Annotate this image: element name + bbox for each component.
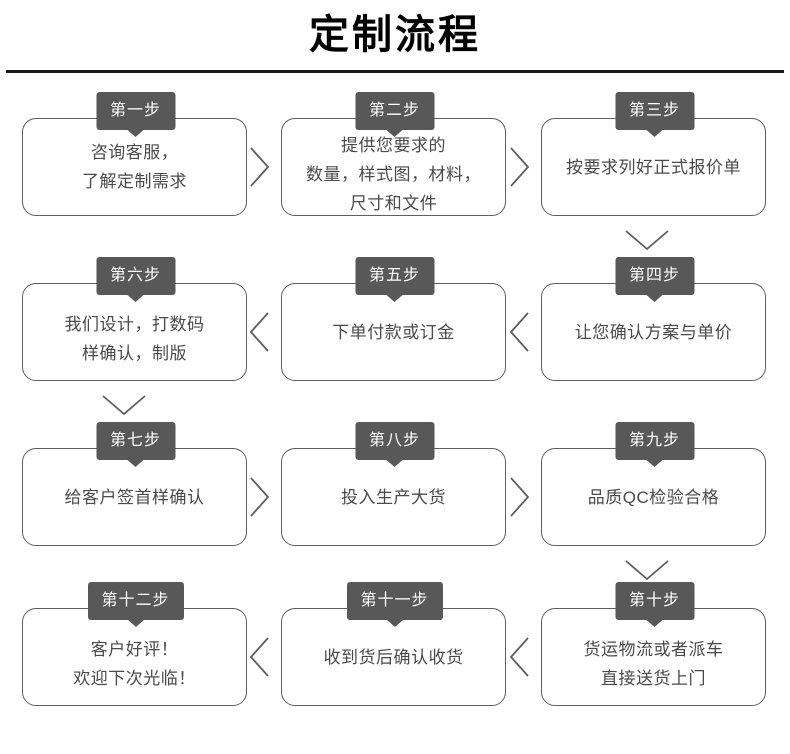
step-text-line: 样确认，制版 <box>82 344 187 363</box>
step-label-tab: 第四步 <box>614 257 695 295</box>
step-text-line: 让您确认方案与单价 <box>574 322 733 342</box>
flow-step-card[interactable]: 第十一步 收到货后确认收货 <box>281 582 508 706</box>
chevron-left-icon <box>247 634 273 680</box>
step-label-tab: 第五步 <box>354 257 435 295</box>
step-text-line: 欢迎下次光临！ <box>73 669 196 688</box>
step-text-line: 了解定制需求 <box>82 172 187 191</box>
step-text-line: 尺寸和文件 <box>349 193 438 213</box>
step-text-line: 按要求列好正式报价单 <box>566 157 741 177</box>
step-text-line: 下单付款或订金 <box>332 322 455 342</box>
chevron-left-icon <box>507 309 533 355</box>
step-label-tab: 第三步 <box>614 92 695 130</box>
step-label-tab: 第二步 <box>354 92 435 130</box>
step-text-line: 提供您要求的 <box>341 135 446 155</box>
step-body: 提供您要求的 数量，样式图，材料， 尺寸和文件 <box>281 118 506 216</box>
flow-step-card[interactable]: 第十二步 客户好评！ 欢迎下次光临！ <box>22 582 249 706</box>
step-text-line: 直接送货上门 <box>601 669 706 688</box>
chevron-down-icon <box>623 227 671 253</box>
step-text-line: 我们设计，打数码 <box>64 315 205 334</box>
step-body: 让您确认方案与单价 <box>541 283 766 381</box>
step-body: 客户好评！ 欢迎下次光临！ <box>22 608 247 706</box>
process-flow-diagram: 第一步 咨询客服， 了解定制需求 第二步 提供您要求的 数量，样式图，材料， 尺… <box>0 82 790 754</box>
step-text-line: 咨询客服， <box>90 143 179 162</box>
chevron-right-icon <box>247 144 273 190</box>
step-label-tab: 第七步 <box>95 422 176 460</box>
step-text-line: 投入生产大货 <box>341 487 446 507</box>
chevron-right-icon <box>507 474 533 520</box>
page-header: 定制流程 <box>0 0 790 82</box>
step-text-line: 客户好评！ <box>90 640 179 659</box>
step-label-tab: 第十二步 <box>87 582 184 620</box>
flow-step-card[interactable]: 第六步 我们设计，打数码 样确认，制版 <box>22 257 249 381</box>
flow-step-card[interactable]: 第十步 货运物流或者派车 直接送货上门 <box>541 582 768 706</box>
step-label-tab: 第一步 <box>95 92 176 130</box>
chevron-right-icon <box>507 144 533 190</box>
step-text-line: 数量，样式图，材料， <box>306 164 481 184</box>
chevron-left-icon <box>507 634 533 680</box>
step-label-tab: 第十一步 <box>346 582 443 620</box>
flow-step-card[interactable]: 第二步 提供您要求的 数量，样式图，材料， 尺寸和文件 <box>281 92 508 216</box>
flow-row-1: 第一步 咨询客服， 了解定制需求 第二步 提供您要求的 数量，样式图，材料， 尺… <box>0 92 790 252</box>
chevron-down-icon <box>100 392 148 418</box>
step-body: 收到货后确认收货 <box>281 608 506 706</box>
flow-step-card[interactable]: 第三步 按要求列好正式报价单 <box>541 92 768 216</box>
chevron-right-icon <box>247 474 273 520</box>
flow-step-card[interactable]: 第五步 下单付款或订金 <box>281 257 508 381</box>
step-body: 咨询客服， 了解定制需求 <box>22 118 247 216</box>
step-label-tab: 第八步 <box>354 422 435 460</box>
flow-step-card[interactable]: 第一步 咨询客服， 了解定制需求 <box>22 92 249 216</box>
flow-row-4: 第十二步 客户好评！ 欢迎下次光临！ 第十一步 收到货后确认收货 第十步 货运物… <box>0 582 790 742</box>
chevron-down-icon <box>623 557 671 583</box>
flow-step-card[interactable]: 第九步 品质QC检验合格 <box>541 422 768 546</box>
chevron-left-icon <box>247 309 273 355</box>
flow-row-2: 第六步 我们设计，打数码 样确认，制版 第五步 下单付款或订金 第四步 让您确认… <box>0 257 790 417</box>
page-title: 定制流程 <box>309 13 481 57</box>
step-body: 按要求列好正式报价单 <box>541 118 766 216</box>
step-body: 给客户签首样确认 <box>22 448 247 546</box>
step-body: 货运物流或者派车 直接送货上门 <box>541 608 766 706</box>
title-divider <box>6 70 784 73</box>
step-text-line: 给客户签首样确认 <box>64 487 205 507</box>
step-label-tab: 第九步 <box>614 422 695 460</box>
step-body: 我们设计，打数码 样确认，制版 <box>22 283 247 381</box>
flow-row-3: 第七步 给客户签首样确认 第八步 投入生产大货 第九步 品质QC检验合格 <box>0 422 790 582</box>
step-text-line: 品质QC检验合格 <box>587 487 720 507</box>
step-text-line: 收到货后确认收货 <box>323 647 464 667</box>
step-text-line: 货运物流或者派车 <box>583 640 724 659</box>
step-body: 品质QC检验合格 <box>541 448 766 546</box>
step-body: 投入生产大货 <box>281 448 506 546</box>
flow-step-card[interactable]: 第七步 给客户签首样确认 <box>22 422 249 546</box>
step-body: 下单付款或订金 <box>281 283 506 381</box>
flow-step-card[interactable]: 第八步 投入生产大货 <box>281 422 508 546</box>
flow-step-card[interactable]: 第四步 让您确认方案与单价 <box>541 257 768 381</box>
step-label-tab: 第六步 <box>95 257 176 295</box>
step-label-tab: 第十步 <box>614 582 695 620</box>
